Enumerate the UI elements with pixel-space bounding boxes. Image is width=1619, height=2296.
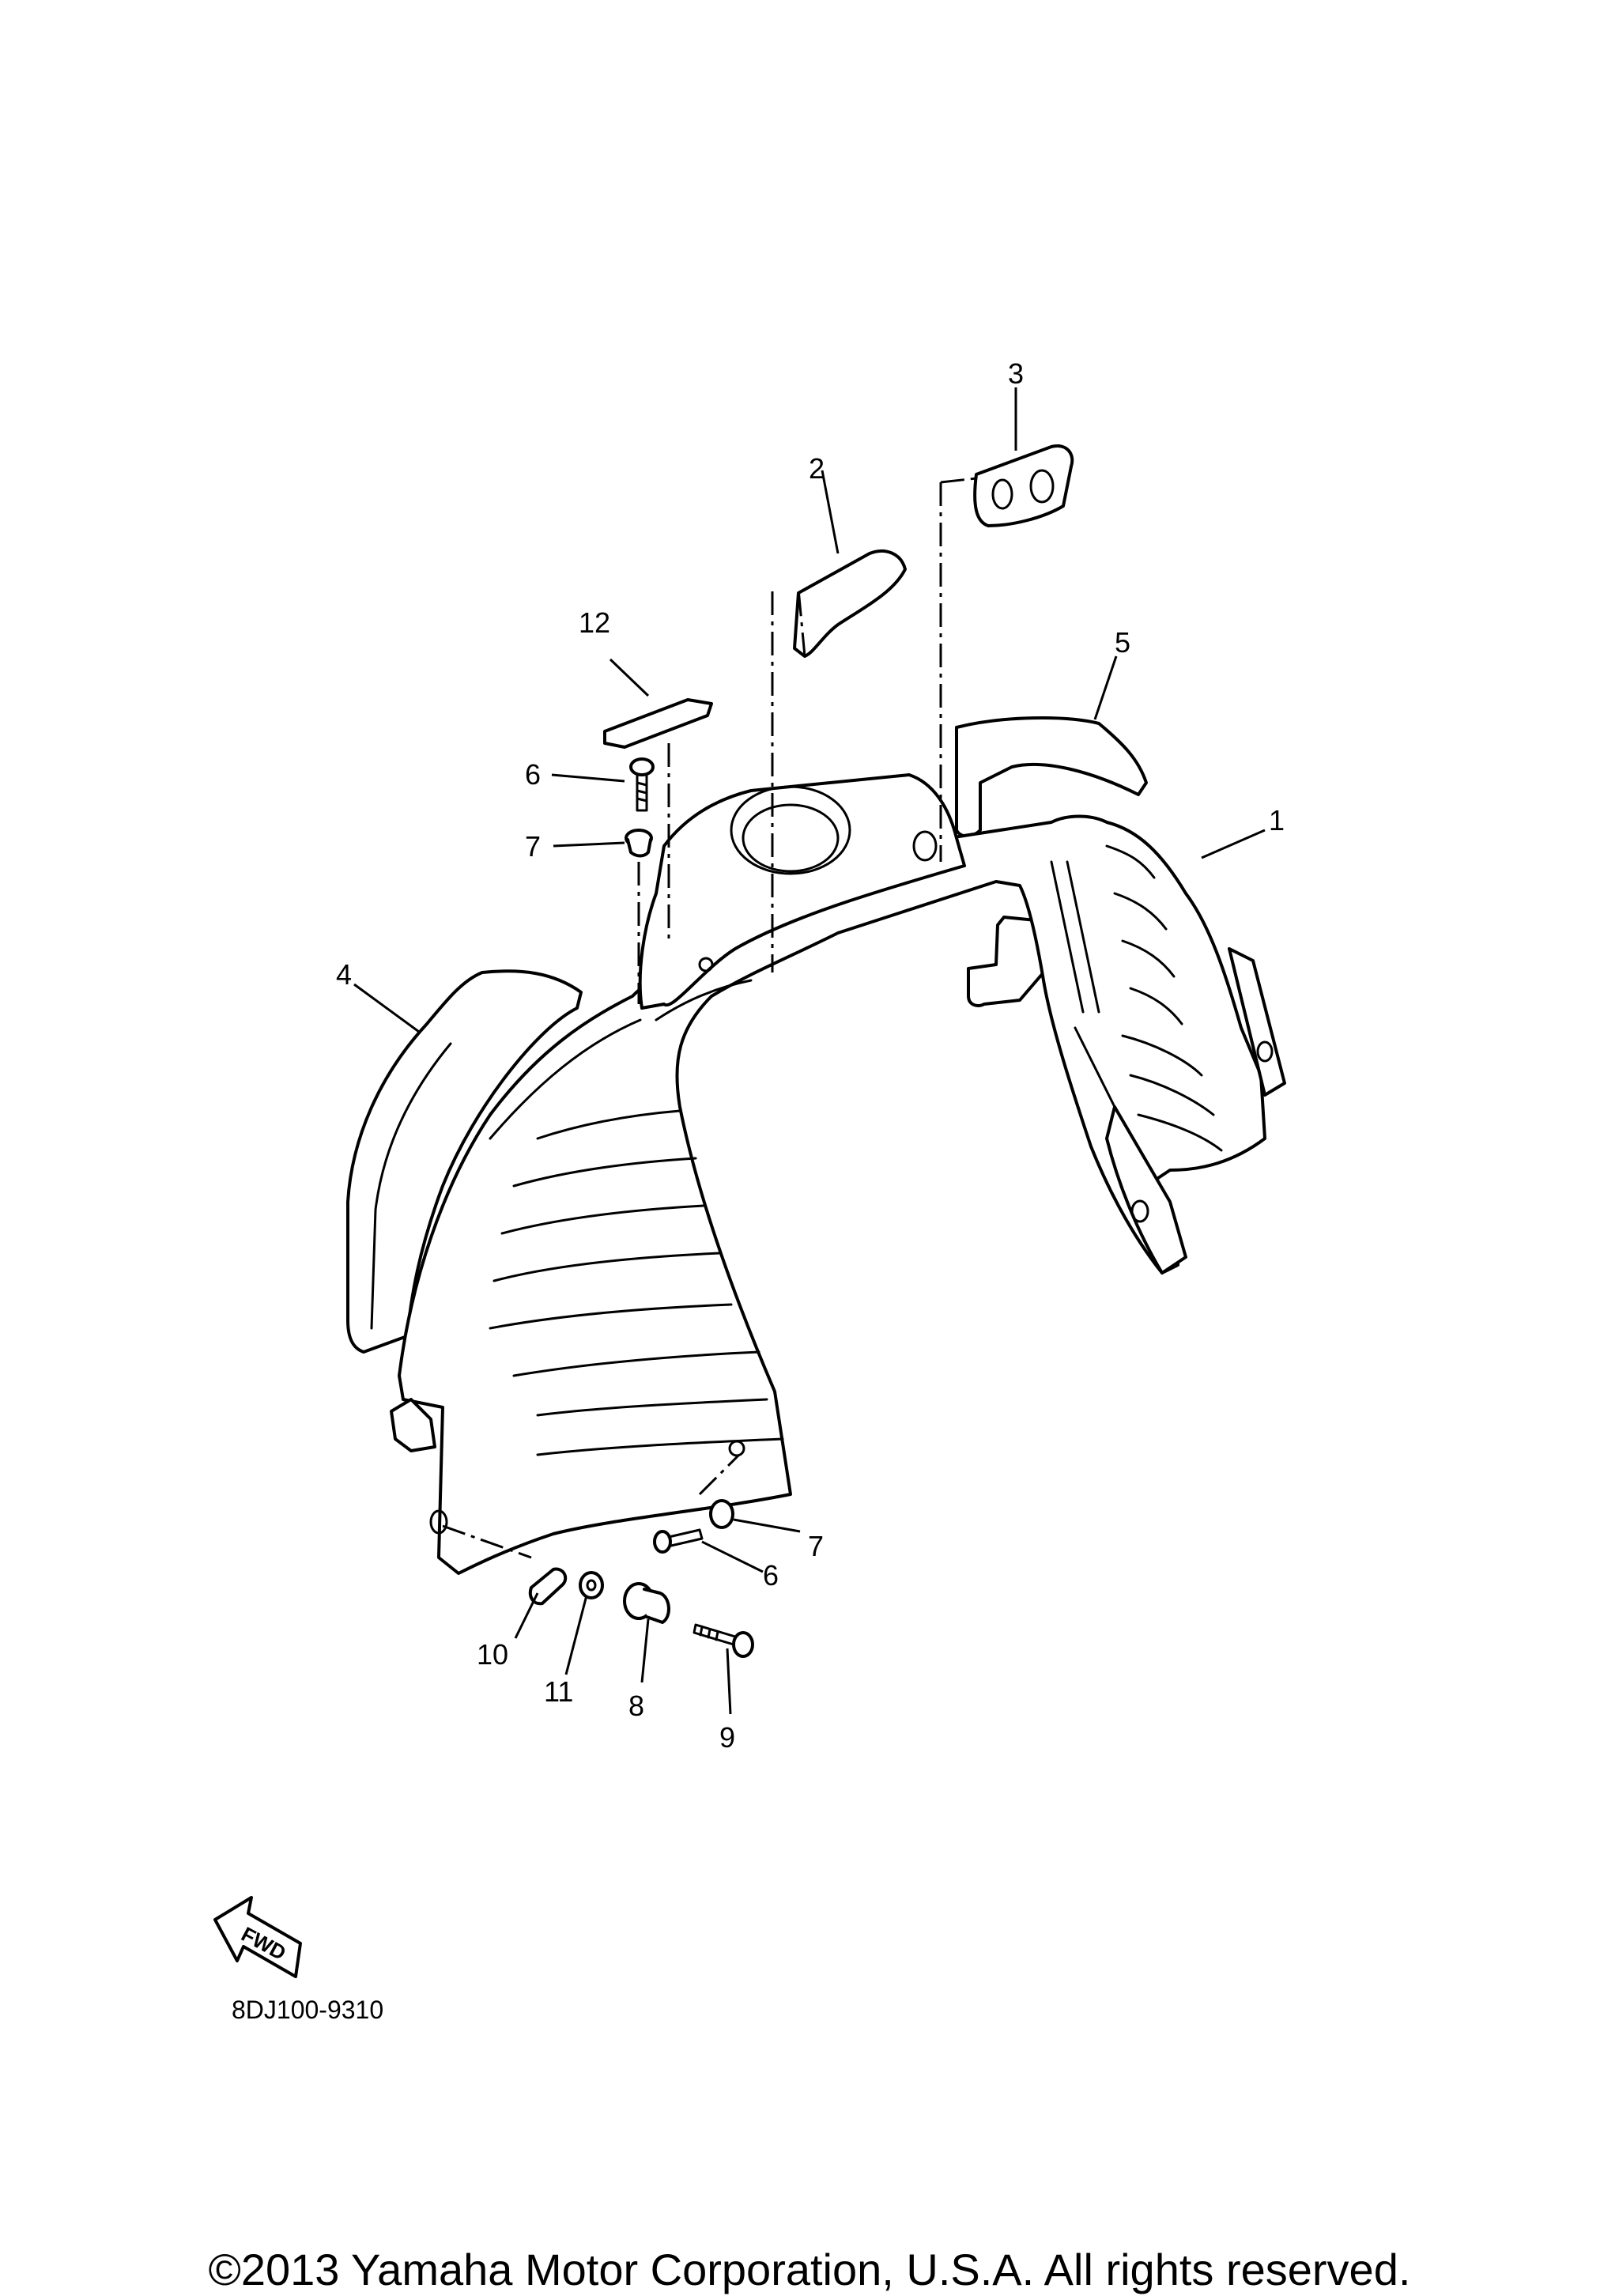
callout-9[interactable]: 9 [719, 1721, 735, 1754]
part-1-inner-panel[interactable] [390, 814, 1286, 1575]
part-11-washer[interactable] [579, 1571, 604, 1599]
part-5-leg-pad-right[interactable] [955, 716, 1148, 1007]
callout-7-upper[interactable]: 7 [525, 830, 541, 863]
callout-3[interactable]: 3 [1008, 357, 1024, 390]
callout-12[interactable]: 12 [579, 606, 610, 639]
part-2-panel[interactable] [793, 549, 907, 658]
meter-housing [638, 773, 966, 1010]
part-9-bolt[interactable] [693, 1623, 754, 1658]
callout-2[interactable]: 2 [809, 452, 825, 485]
copyright-notice: ©2013 Yamaha Motor Corporation, U.S.A. A… [208, 2245, 1411, 2294]
drawing-code: 8DJ100-9310 [232, 1996, 383, 2024]
fwd-arrow-icon: FWD [213, 1896, 302, 1978]
callout-7-lower[interactable]: 7 [808, 1530, 824, 1562]
callout-4[interactable]: 4 [336, 958, 352, 991]
assembly-lines [442, 477, 977, 1559]
part-7-grommet-upper[interactable] [625, 829, 653, 858]
part-8-damper[interactable] [623, 1582, 670, 1624]
callout-6-lower[interactable]: 6 [763, 1559, 779, 1592]
callout-6-upper[interactable]: 6 [525, 758, 541, 791]
part-3-plate[interactable] [973, 444, 1074, 527]
callout-5[interactable]: 5 [1115, 626, 1130, 659]
callout-1[interactable]: 1 [1269, 804, 1285, 836]
callout-8[interactable]: 8 [628, 1690, 644, 1722]
part-10-collar[interactable] [528, 1567, 568, 1606]
part-6-screw-lower[interactable] [653, 1528, 704, 1554]
leader-lines [353, 387, 1266, 1715]
part-12-strip[interactable] [603, 698, 713, 749]
part-7-grommet-lower[interactable] [709, 1499, 734, 1529]
callout-10[interactable]: 10 [477, 1638, 508, 1671]
part-6-screw-upper[interactable] [629, 757, 655, 812]
callout-11[interactable]: 11 [544, 1675, 573, 1708]
callout-labels: 1 2 3 4 5 6 7 6 7 8 9 10 11 12 [336, 357, 1285, 1754]
